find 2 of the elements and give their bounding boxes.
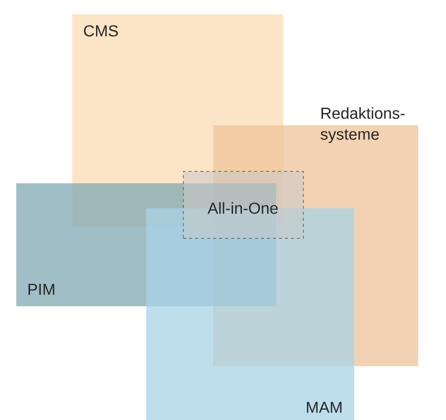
dashed-box: All-in-One [183,171,304,239]
node-label: Redaktions- [322,107,405,119]
